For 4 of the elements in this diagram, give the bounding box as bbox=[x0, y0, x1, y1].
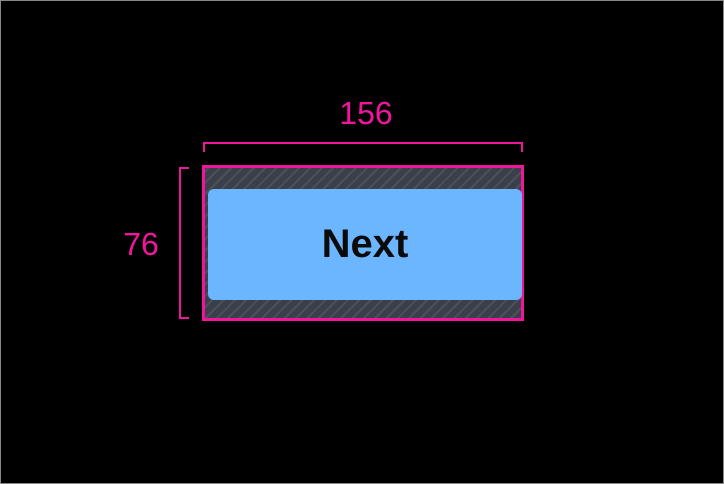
touch-target-area bbox=[202, 165, 524, 321]
dimension-label: 76 bbox=[122, 226, 160, 262]
dimension-label: 156 bbox=[338, 95, 394, 131]
next-button: Next bbox=[208, 189, 522, 300]
